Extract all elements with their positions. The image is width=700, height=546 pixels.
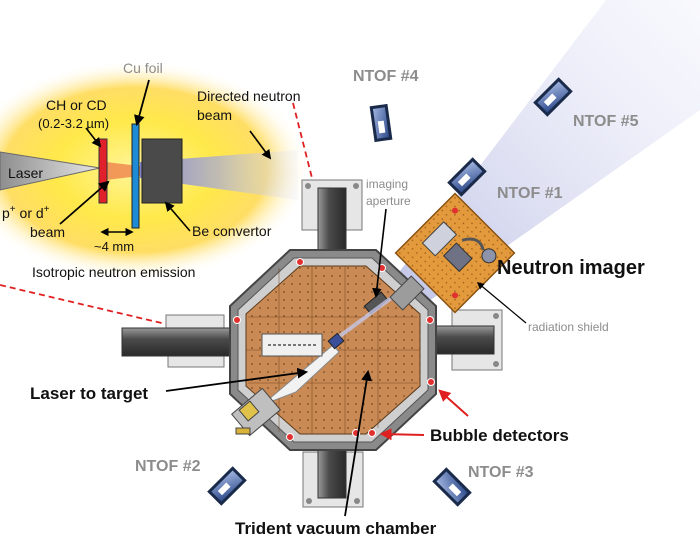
- laser-cone: [0, 151, 101, 191]
- spacing-label: ~4 mm: [94, 239, 134, 254]
- imaging-aperture-arrow: [372, 208, 387, 298]
- ntof-5-label: NTOF #5: [573, 113, 639, 130]
- trident-arrow: [344, 369, 372, 517]
- dashed-isotropic-line: [0, 284, 256, 346]
- ch-cd-thickness: (0.2-3.2 µm): [38, 116, 109, 131]
- ntof-2-label: NTOF #2: [135, 458, 201, 475]
- be-convertor-arrow: [164, 201, 191, 232]
- imager-flange: [389, 275, 425, 311]
- ntof-1-label: NTOF #1: [497, 185, 563, 202]
- ntof-detector-1: [447, 157, 487, 197]
- ntof-detector-5: [533, 77, 573, 117]
- cu-foil: [131, 123, 140, 229]
- radiation-shield-label: radiation shield: [528, 320, 609, 334]
- laser-label: Laser: [8, 165, 43, 181]
- laser-to-target-label: Laser to target: [30, 384, 148, 403]
- bubble-detectors-label: Bubble detectors: [430, 426, 569, 445]
- directed-beam-label: Directed neutron: [197, 88, 301, 104]
- directed-beam-arrow: [249, 130, 272, 160]
- target-assembly: [261, 333, 323, 357]
- neutron-imager-label: Neutron imager: [497, 257, 645, 279]
- directed-beam-label-2: beam: [197, 107, 232, 123]
- be-convertor-label: Be convertor: [192, 223, 272, 239]
- trident-chamber-label: Trident vacuum chamber: [235, 519, 437, 538]
- beam-arrow: [59, 180, 110, 225]
- ch-cd-label: CH or CD: [46, 97, 107, 113]
- cu-foil-arrow: [134, 79, 150, 127]
- bubble-arrow-2: [379, 428, 425, 441]
- ch-cd-target: [98, 138, 108, 204]
- imaging-aperture-label: imaging: [366, 177, 408, 191]
- be-convertor: [141, 138, 183, 204]
- isotropic-label: Isotropic neutron emission: [32, 264, 195, 280]
- bubble-arrow-1: [438, 389, 469, 417]
- ntof-detector-2: [207, 466, 247, 506]
- target-holder: [327, 332, 345, 350]
- laser-to-target-arrow: [165, 367, 309, 392]
- ch-cd-arrow: [85, 127, 102, 148]
- laser-port-equipment: [230, 387, 282, 437]
- ntof-detector-3: [432, 467, 472, 507]
- imaging-aperture-label-2: aperture: [366, 194, 411, 208]
- ntof-4-label: NTOF #4: [353, 68, 419, 85]
- radiation-shield-arrow: [476, 282, 527, 324]
- cu-foil-label: Cu foil: [123, 60, 163, 76]
- beam-label-2: beam: [30, 224, 65, 240]
- ntof-detector-4: [369, 103, 393, 143]
- ntof-3-label: NTOF #3: [468, 464, 534, 481]
- beam-label: p+ or d+: [2, 204, 50, 221]
